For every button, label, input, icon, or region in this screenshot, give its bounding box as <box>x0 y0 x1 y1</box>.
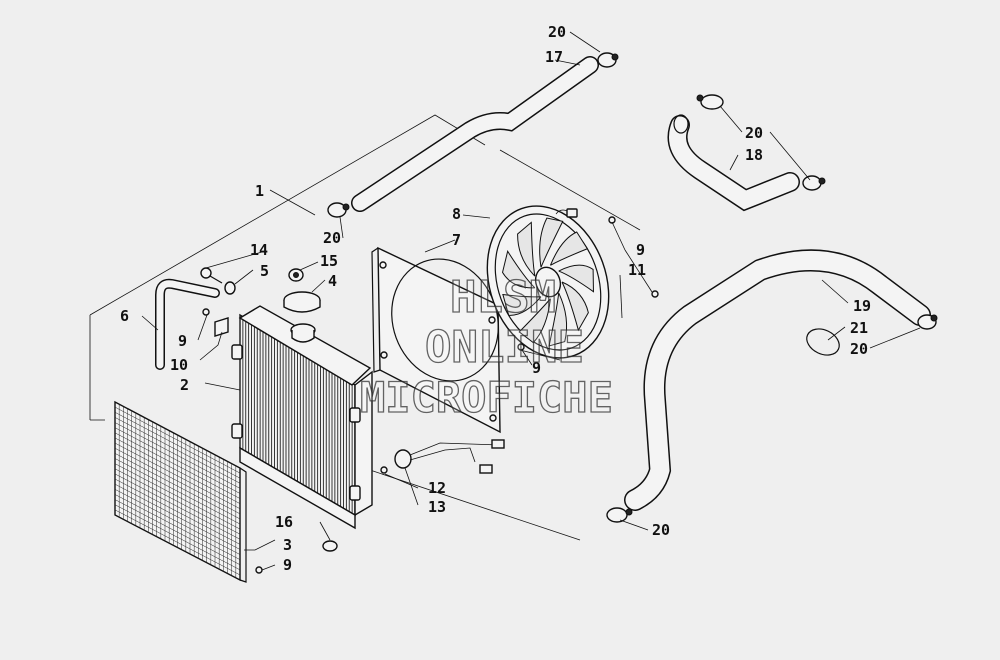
watermark-line-2: ONLINE <box>425 322 584 373</box>
cooling-fan <box>486 205 610 359</box>
label-20-radiator: 20 <box>323 229 341 247</box>
label-20-short-hose: 20 <box>745 124 763 142</box>
temperature-switch <box>380 439 505 474</box>
label-21: 21 <box>850 319 868 337</box>
label-3: 3 <box>283 536 292 554</box>
label-17: 17 <box>545 48 563 66</box>
label-13: 13 <box>428 498 446 516</box>
label-1: 1 <box>255 182 264 200</box>
label-14: 14 <box>250 241 268 259</box>
fan-shroud <box>371 246 501 434</box>
callout-labels: 1 2 3 4 5 6 7 8 9 9 9 9 10 11 12 13 14 1… <box>120 23 871 574</box>
small-fasteners <box>200 216 659 574</box>
watermark-line-3: MICROFICHE <box>360 373 613 422</box>
radiator-cap <box>283 291 321 313</box>
overflow-hose <box>155 278 220 370</box>
spring-clamp <box>806 328 840 356</box>
label-5: 5 <box>260 262 269 280</box>
label-12: 12 <box>428 479 446 497</box>
label-8: 8 <box>452 205 461 223</box>
hose-clamps <box>327 52 938 523</box>
label-4: 4 <box>328 272 337 290</box>
upper-hose <box>351 56 599 212</box>
label-7: 7 <box>452 231 461 249</box>
watermark-line-1: HLSM <box>450 272 556 323</box>
short-hose <box>667 114 800 212</box>
label-19: 19 <box>853 297 871 315</box>
label-18: 18 <box>745 146 763 164</box>
label-16: 16 <box>275 513 293 531</box>
leader-lines <box>141 31 921 571</box>
label-9-fan: 9 <box>636 241 645 259</box>
label-15: 15 <box>320 252 338 270</box>
label-20-top: 20 <box>548 23 566 41</box>
lower-hose <box>624 249 931 511</box>
grommet <box>322 540 338 552</box>
label-6: 6 <box>120 307 129 325</box>
label-11: 11 <box>628 261 646 279</box>
label-10: 10 <box>170 356 188 374</box>
radiator <box>231 305 373 530</box>
label-9-shroud: 9 <box>532 359 541 377</box>
watermark: HLSM ONLINE MICROFICHE <box>359 271 613 422</box>
label-9-screen: 9 <box>283 556 292 574</box>
label-20-bottom: 20 <box>652 521 670 539</box>
radiator-screen <box>114 400 247 583</box>
label-20-right: 20 <box>850 340 868 358</box>
label-9-bracket: 9 <box>178 332 187 350</box>
label-2: 2 <box>180 376 189 394</box>
assembly-outline <box>89 114 641 541</box>
